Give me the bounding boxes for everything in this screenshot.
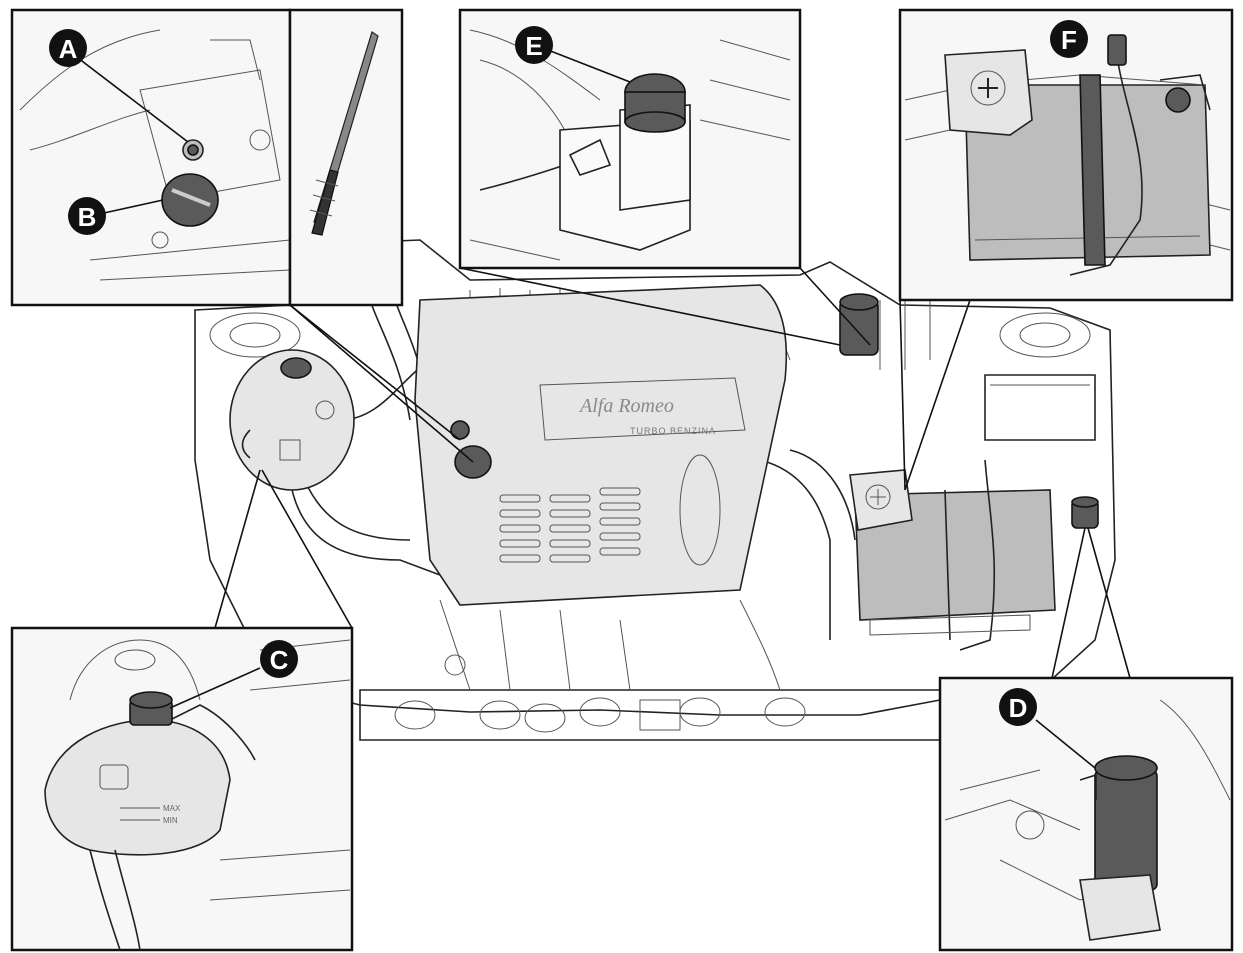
label-f: F <box>1050 20 1088 58</box>
engine-cover-brand: Alfa Romeo <box>578 395 674 417</box>
inset-battery <box>898 8 1234 302</box>
label-c: C <box>260 640 298 678</box>
brake-reservoir-main <box>839 293 879 356</box>
coolant-tank-main <box>229 349 355 491</box>
battery-main <box>849 459 1056 651</box>
tank-max-mark: MAX <box>163 804 181 813</box>
label-d: D <box>999 688 1037 726</box>
inset-dipstick <box>288 8 404 307</box>
label-a: A <box>49 29 87 67</box>
tank-min-mark: MIN <box>163 816 178 825</box>
label-e: E <box>515 26 553 64</box>
engine-cover: Alfa Romeo TURBO BENZINA <box>414 284 788 606</box>
svg-text:E: E <box>525 31 542 61</box>
washer-reservoir-main <box>1071 496 1099 529</box>
svg-text:A: A <box>59 34 78 64</box>
engine-cover-vents <box>499 487 641 563</box>
svg-text:C: C <box>270 645 289 675</box>
svg-text:B: B <box>78 202 97 232</box>
dipstick-handle <box>182 139 204 161</box>
inset-coolant-tank: MAX MIN <box>10 626 354 952</box>
svg-text:D: D <box>1009 693 1028 723</box>
engine-cover-model: TURBO BENZINA <box>630 426 716 436</box>
battery-positive-cap <box>944 49 1033 136</box>
label-b: B <box>68 197 106 235</box>
coolant-cap <box>129 691 173 726</box>
inset-washer-reservoir <box>938 676 1234 952</box>
inset-brake-reservoir <box>458 8 802 270</box>
svg-text:F: F <box>1061 25 1077 55</box>
oil-filler-cap <box>161 173 219 227</box>
